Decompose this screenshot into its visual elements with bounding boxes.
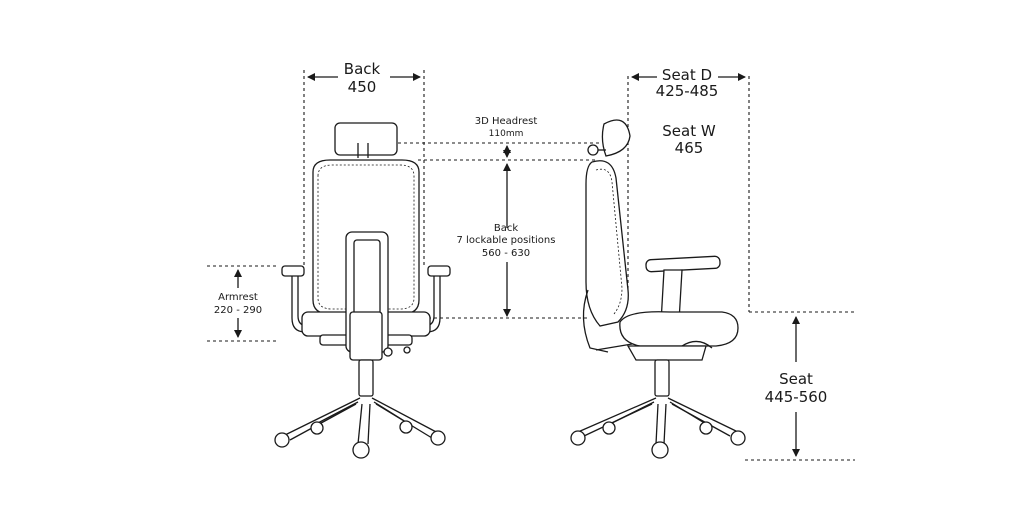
seat-depth-value: 425-485 [656, 82, 719, 100]
headrest-value: 110mm [489, 129, 524, 139]
front-view-office-chair-drawing [274, 122, 451, 459]
seat-width-title: Seat W [662, 122, 716, 140]
side-view-office-chair-drawing [570, 119, 746, 459]
back-height-value: 560 - 630 [482, 248, 530, 259]
dimension-arrows [234, 73, 800, 457]
seat-height-title: Seat [779, 370, 813, 388]
seat-width-value: 465 [675, 139, 704, 157]
armrest-value: 220 - 290 [214, 305, 262, 316]
back-width-title: Back [344, 60, 381, 78]
seat-depth-title: Seat D [662, 66, 712, 84]
back-height-subtitle: 7 lockable positions [457, 235, 556, 246]
dimension-labels: Back 450 Seat D 425-485 Seat W 465 3D He… [214, 60, 827, 406]
guide-lines [207, 70, 855, 461]
back-height-title: Back [494, 223, 518, 234]
seat-height-value: 445-560 [765, 388, 828, 406]
back-width-value: 450 [348, 78, 377, 96]
headrest-title: 3D Headrest [475, 116, 538, 127]
armrest-title: Armrest [218, 292, 258, 303]
